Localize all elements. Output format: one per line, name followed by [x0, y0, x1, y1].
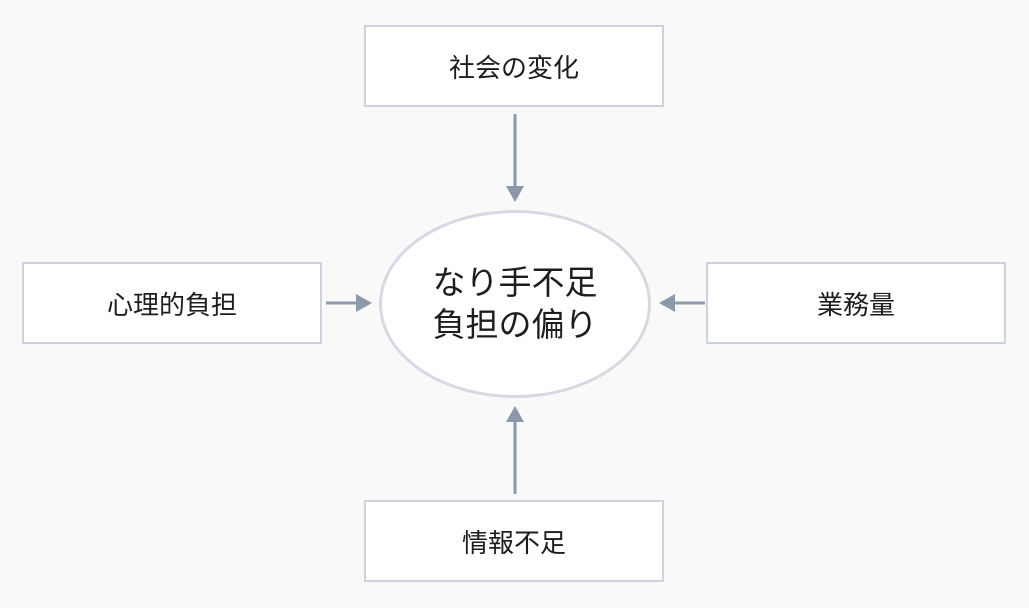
factor-box-lack-of-information: 情報不足: [364, 500, 664, 582]
factor-label-bottom: 情報不足: [461, 528, 566, 559]
factor-label-left: 心理的負担: [106, 290, 237, 321]
factor-label-top: 社会の変化: [448, 53, 579, 84]
arrowhead-top: [506, 186, 524, 202]
factor-box-social-change: 社会の変化: [364, 25, 664, 107]
arrowhead-left: [356, 294, 372, 312]
center-label-line2: 負担の偏り: [432, 305, 598, 344]
factor-box-workload: 業務量: [706, 262, 1006, 344]
arrowhead-bottom: [506, 406, 524, 422]
center-label-line1: なり手不足: [432, 262, 598, 302]
center-issue-ellipse: なり手不足 負担の偏り: [379, 210, 651, 398]
arrowhead-right: [659, 294, 675, 312]
factor-box-psychological-burden: 心理的負担: [22, 262, 322, 344]
factor-label-right: 業務量: [816, 290, 895, 321]
